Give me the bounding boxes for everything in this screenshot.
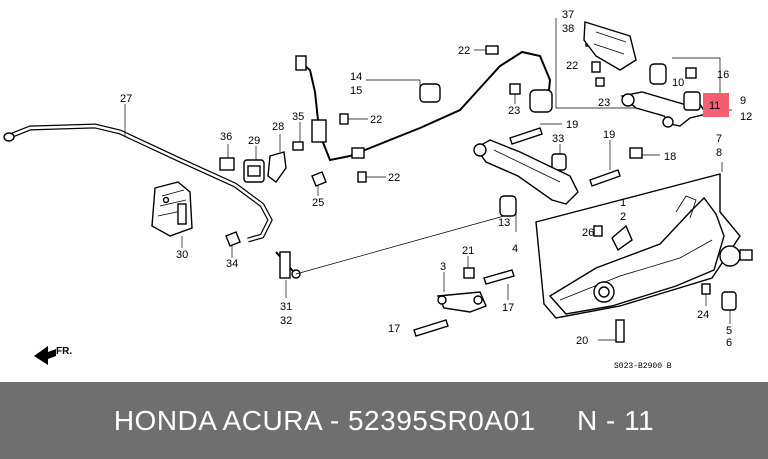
sensor-harness xyxy=(295,50,553,187)
callout-29: 29 xyxy=(248,135,260,147)
callout-7: 7 xyxy=(716,133,722,145)
callout-13: 13 xyxy=(498,217,510,229)
callout-20: 20 xyxy=(576,335,588,347)
drawing-code: S023-B2900 B xyxy=(614,362,672,371)
callout-26: 26 xyxy=(582,227,594,239)
callout-23: 23 xyxy=(598,97,610,109)
callout-28: 28 xyxy=(272,121,284,133)
callout-34: 34 xyxy=(226,258,238,270)
callout-16: 16 xyxy=(717,69,729,81)
parts-diagram-svg: 27 14 15 22 22 22 22 23 23 37 38 10 16 1… xyxy=(3,9,753,371)
callout-2: 2 xyxy=(620,211,626,223)
callout-14: 14 xyxy=(350,71,362,83)
callout-22: 22 xyxy=(566,60,578,72)
callout-23: 23 xyxy=(508,105,520,117)
callout-5: 5 xyxy=(726,325,732,337)
callout-4: 4 xyxy=(512,243,518,255)
callout-33: 33 xyxy=(552,133,564,145)
callout-21: 21 xyxy=(462,245,474,257)
stabilizer-bar xyxy=(3,123,273,243)
callout-37: 37 xyxy=(562,9,574,21)
callout-25: 25 xyxy=(312,197,324,209)
callout-22: 22 xyxy=(458,45,470,57)
bracket-30 xyxy=(151,181,193,237)
callout-19: 19 xyxy=(566,119,578,131)
callout-3: 3 xyxy=(440,261,446,273)
callout-15: 15 xyxy=(350,85,362,97)
callout-35: 35 xyxy=(292,111,304,123)
lower-link-3 xyxy=(413,267,515,337)
stabilizer-link xyxy=(275,251,301,279)
callout-24: 24 xyxy=(697,309,709,321)
callout-36: 36 xyxy=(220,131,232,143)
callout-30: 30 xyxy=(176,249,188,261)
upper-arm xyxy=(473,139,579,217)
callout-12: 12 xyxy=(740,111,752,123)
callout-11: 11 xyxy=(709,100,720,112)
highlighted-part-11 xyxy=(683,91,729,117)
part-number-banner: HONDA ACURA - 52395SR0A01 N - 11 xyxy=(0,382,768,459)
trailing-arm xyxy=(535,173,753,343)
callout-38: 38 xyxy=(562,23,574,35)
callout-10: 10 xyxy=(672,77,684,89)
callout-19: 19 xyxy=(603,129,615,141)
front-marker-label: FR. xyxy=(56,346,72,357)
clip-34 xyxy=(225,231,241,247)
callout-17: 17 xyxy=(502,302,514,314)
callout-22: 22 xyxy=(388,172,400,184)
bolts-22-23 xyxy=(339,37,605,183)
highlight-box xyxy=(703,93,729,117)
callout-8: 8 xyxy=(716,147,722,159)
callout-6: 6 xyxy=(726,337,732,349)
callout-1: 1 xyxy=(620,197,626,209)
callout-32: 32 xyxy=(280,315,292,327)
part-number-text: HONDA ACURA - 52395SR0A01 N - 11 xyxy=(113,404,655,436)
front-direction-arrow: FR. xyxy=(34,346,72,365)
callout-17: 17 xyxy=(388,323,400,335)
parts-36-29-28-35 xyxy=(219,141,304,183)
link-9-12 xyxy=(620,63,708,128)
callout-27: 27 xyxy=(120,93,132,105)
bracket-37-38 xyxy=(583,21,637,71)
callout-31: 31 xyxy=(280,301,292,313)
callout-22: 22 xyxy=(370,114,382,126)
callout-9: 9 xyxy=(740,95,746,107)
parts-diagram: 27 14 15 22 22 22 22 23 23 37 38 10 16 1… xyxy=(3,9,753,371)
callout-labels: 27 14 15 22 22 22 22 23 23 37 38 10 16 1… xyxy=(120,9,752,349)
callout-18: 18 xyxy=(664,151,676,163)
